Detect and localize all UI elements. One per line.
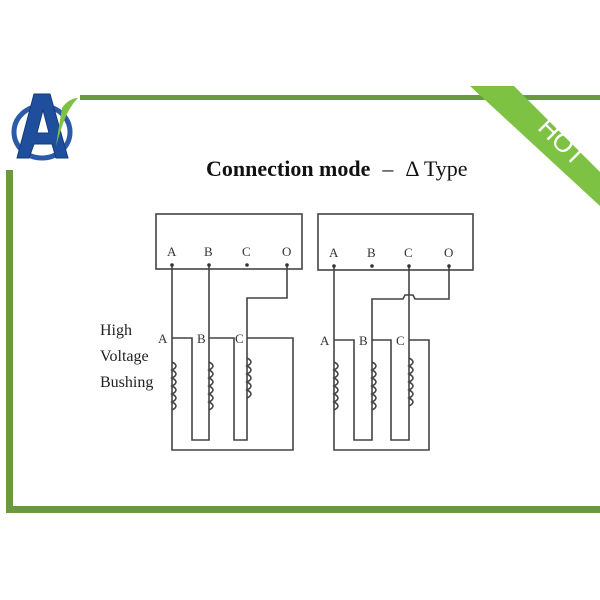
left-coil-b — [207, 361, 214, 411]
frame-bottom-border — [6, 506, 600, 513]
left-bushing-a: A — [158, 331, 168, 346]
right-bushing-a: A — [320, 333, 330, 348]
right-coil-a — [332, 361, 339, 411]
label-bushing: Bushing — [100, 374, 154, 391]
right-terminal-a: A — [329, 245, 339, 260]
left-instrument-box — [155, 213, 303, 270]
right-terminal-b: B — [367, 245, 376, 260]
title-separator: – — [382, 156, 394, 181]
label-voltage: Voltage — [100, 348, 149, 365]
title-type: Type — [423, 156, 468, 181]
right-terminal-o: O — [444, 245, 453, 260]
left-coil-a — [170, 361, 177, 411]
label-high: High — [100, 322, 132, 339]
frame-top-border — [80, 95, 600, 100]
right-terminal-c: C — [404, 245, 413, 260]
left-coil-c — [245, 357, 252, 399]
delta-symbol: Δ — [405, 156, 419, 181]
left-terminal-o: O — [282, 244, 291, 259]
av-logo-icon — [11, 93, 78, 161]
page-title: Connection mode–Δ Type — [206, 156, 468, 182]
left-bushing-c: C — [235, 331, 244, 346]
left-terminal-c: C — [242, 244, 251, 259]
hot-ribbon: HOT — [470, 86, 600, 206]
right-instrument-box — [317, 213, 474, 271]
left-terminal-b: B — [204, 244, 213, 259]
left-bushing-b: B — [197, 331, 206, 346]
left-terminal-a: A — [167, 244, 177, 259]
right-coil-c — [407, 357, 414, 407]
right-coil-b — [370, 361, 377, 411]
right-bushing-c: C — [396, 333, 405, 348]
title-main: Connection mode — [206, 156, 371, 181]
right-bushing-b: B — [359, 333, 368, 348]
frame-left-border — [6, 170, 13, 512]
